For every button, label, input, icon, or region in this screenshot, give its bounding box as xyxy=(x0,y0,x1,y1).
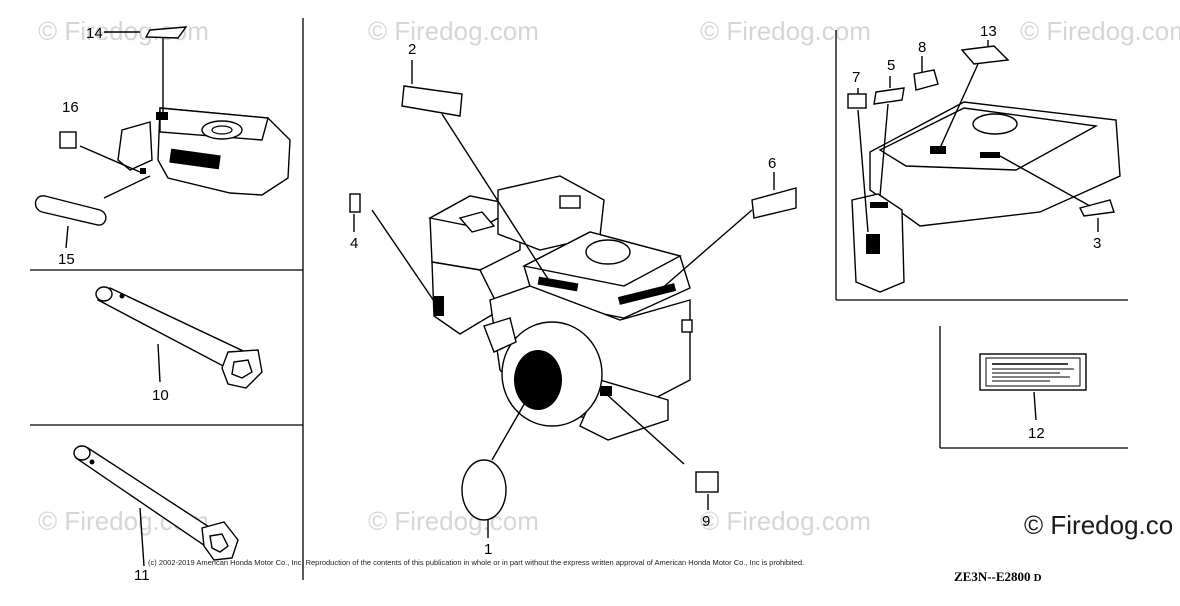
watermark: © Firedog.com xyxy=(368,16,539,46)
label-13 xyxy=(960,45,1010,65)
callout-9: 9 xyxy=(702,513,710,530)
callout-8: 8 xyxy=(918,39,926,56)
label-7 xyxy=(847,93,867,109)
label-5 xyxy=(873,87,905,105)
tool-wrench-10 xyxy=(95,286,263,389)
callout-7: 7 xyxy=(852,69,860,86)
copyright-notice: (c) 2002-2019 American Honda Motor Co., … xyxy=(148,558,804,567)
watermark-corner: © Firedog.co xyxy=(1024,510,1173,540)
callout-16: 16 xyxy=(62,99,79,116)
engine-main xyxy=(427,175,693,441)
label-3 xyxy=(1078,199,1115,217)
diagram-code-suffix: D xyxy=(1034,572,1042,584)
label-15 xyxy=(34,195,107,226)
diagram-code-main: ZE3N--E2800 xyxy=(954,569,1031,584)
callout-1: 1 xyxy=(484,541,492,558)
label-1 xyxy=(461,459,507,521)
label-14 xyxy=(144,26,188,39)
callout-numbers: 1 2 3 4 5 6 7 8 9 10 11 12 13 14 15 16 xyxy=(58,23,1101,584)
tool-wrench-11 xyxy=(73,445,239,561)
label-12 xyxy=(979,353,1087,391)
callout-14: 14 xyxy=(86,25,103,42)
callout-12: 12 xyxy=(1028,425,1045,442)
label-4 xyxy=(349,193,361,213)
label-9 xyxy=(695,471,719,493)
callout-5: 5 xyxy=(887,57,895,74)
watermark: © Firedog.com xyxy=(368,506,539,536)
label-8 xyxy=(913,69,939,91)
watermarks: © Firedog.com © Firedog.com © Firedog.co… xyxy=(38,16,1180,540)
callout-2: 2 xyxy=(408,41,416,58)
watermark: © Firedog.com xyxy=(700,506,871,536)
callout-11: 11 xyxy=(134,567,150,584)
watermark: © Firedog.com xyxy=(700,16,871,46)
label-16 xyxy=(59,131,77,149)
callout-4: 4 xyxy=(350,235,358,252)
label-2 xyxy=(401,85,463,117)
watermark: © Firedog.com xyxy=(1020,16,1180,46)
callout-15: 15 xyxy=(58,251,75,268)
panel-frames xyxy=(30,18,1128,580)
callout-13: 13 xyxy=(980,23,997,40)
fuel-tank-left xyxy=(117,107,291,196)
callout-3: 3 xyxy=(1093,235,1101,252)
callout-6: 6 xyxy=(768,155,776,172)
label-6 xyxy=(751,187,797,219)
callout-10: 10 xyxy=(152,387,169,404)
fuel-tank-right xyxy=(851,101,1121,293)
